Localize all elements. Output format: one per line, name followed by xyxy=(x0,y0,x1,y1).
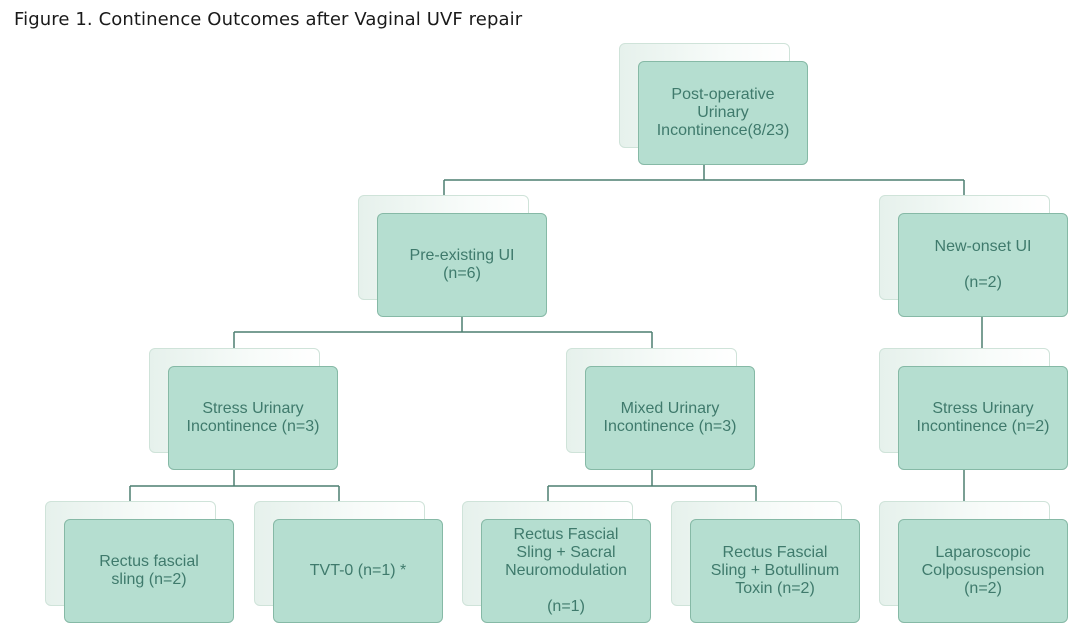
node-stress-new-label: Stress Urinary Incontinence (n=2) xyxy=(916,400,1050,435)
node-root-label: Post-operative Urinary Incontinence(8/23… xyxy=(656,86,790,139)
node-new-onset-card: New-onset UI (n=2) xyxy=(898,213,1068,317)
node-laparoscopic-label: Laparoscopic Colposuspension (n=2) xyxy=(921,544,1045,597)
node-sling-botox-card: Rectus Fascial Sling + Botullinum Toxin … xyxy=(690,519,860,623)
node-root-card: Post-operative Urinary Incontinence(8/23… xyxy=(638,61,808,165)
node-stress-pre-label: Stress Urinary Incontinence (n=3) xyxy=(186,400,320,435)
node-sling-botox-label: Rectus Fascial Sling + Botullinum Toxin … xyxy=(710,544,840,597)
node-mixed-pre-label: Mixed Urinary Incontinence (n=3) xyxy=(603,400,737,435)
node-pre-existing-label: Pre-existing UI (n=6) xyxy=(409,247,515,282)
node-new-onset-label: New-onset UI (n=2) xyxy=(934,238,1032,291)
node-sling-sacral-card: Rectus Fascial Sling + Sacral Neuromodul… xyxy=(481,519,651,623)
node-rectus-fascial-sling-card: Rectus fascial sling (n=2) xyxy=(64,519,234,623)
node-pre-existing-card: Pre-existing UI (n=6) xyxy=(377,213,547,317)
node-laparoscopic-card: Laparoscopic Colposuspension (n=2) xyxy=(898,519,1068,623)
node-tvt-label: TVT-0 (n=1) * xyxy=(309,562,407,579)
connector-stress-pre xyxy=(129,470,340,519)
connector-pre-existing xyxy=(233,317,653,366)
connector-root xyxy=(443,165,965,212)
figure-caption: Figure 1. Continence Outcomes after Vagi… xyxy=(14,9,523,30)
node-sling-sacral-label: Rectus Fascial Sling + Sacral Neuromodul… xyxy=(505,526,627,615)
node-tvt-card: TVT-0 (n=1) * xyxy=(273,519,443,623)
node-rectus-fascial-sling-label: Rectus fascial sling (n=2) xyxy=(99,553,199,588)
node-stress-new-card: Stress Urinary Incontinence (n=2) xyxy=(898,366,1068,470)
connector-mixed xyxy=(547,470,757,519)
node-mixed-pre-card: Mixed Urinary Incontinence (n=3) xyxy=(585,366,755,470)
node-stress-pre-card: Stress Urinary Incontinence (n=3) xyxy=(168,366,338,470)
